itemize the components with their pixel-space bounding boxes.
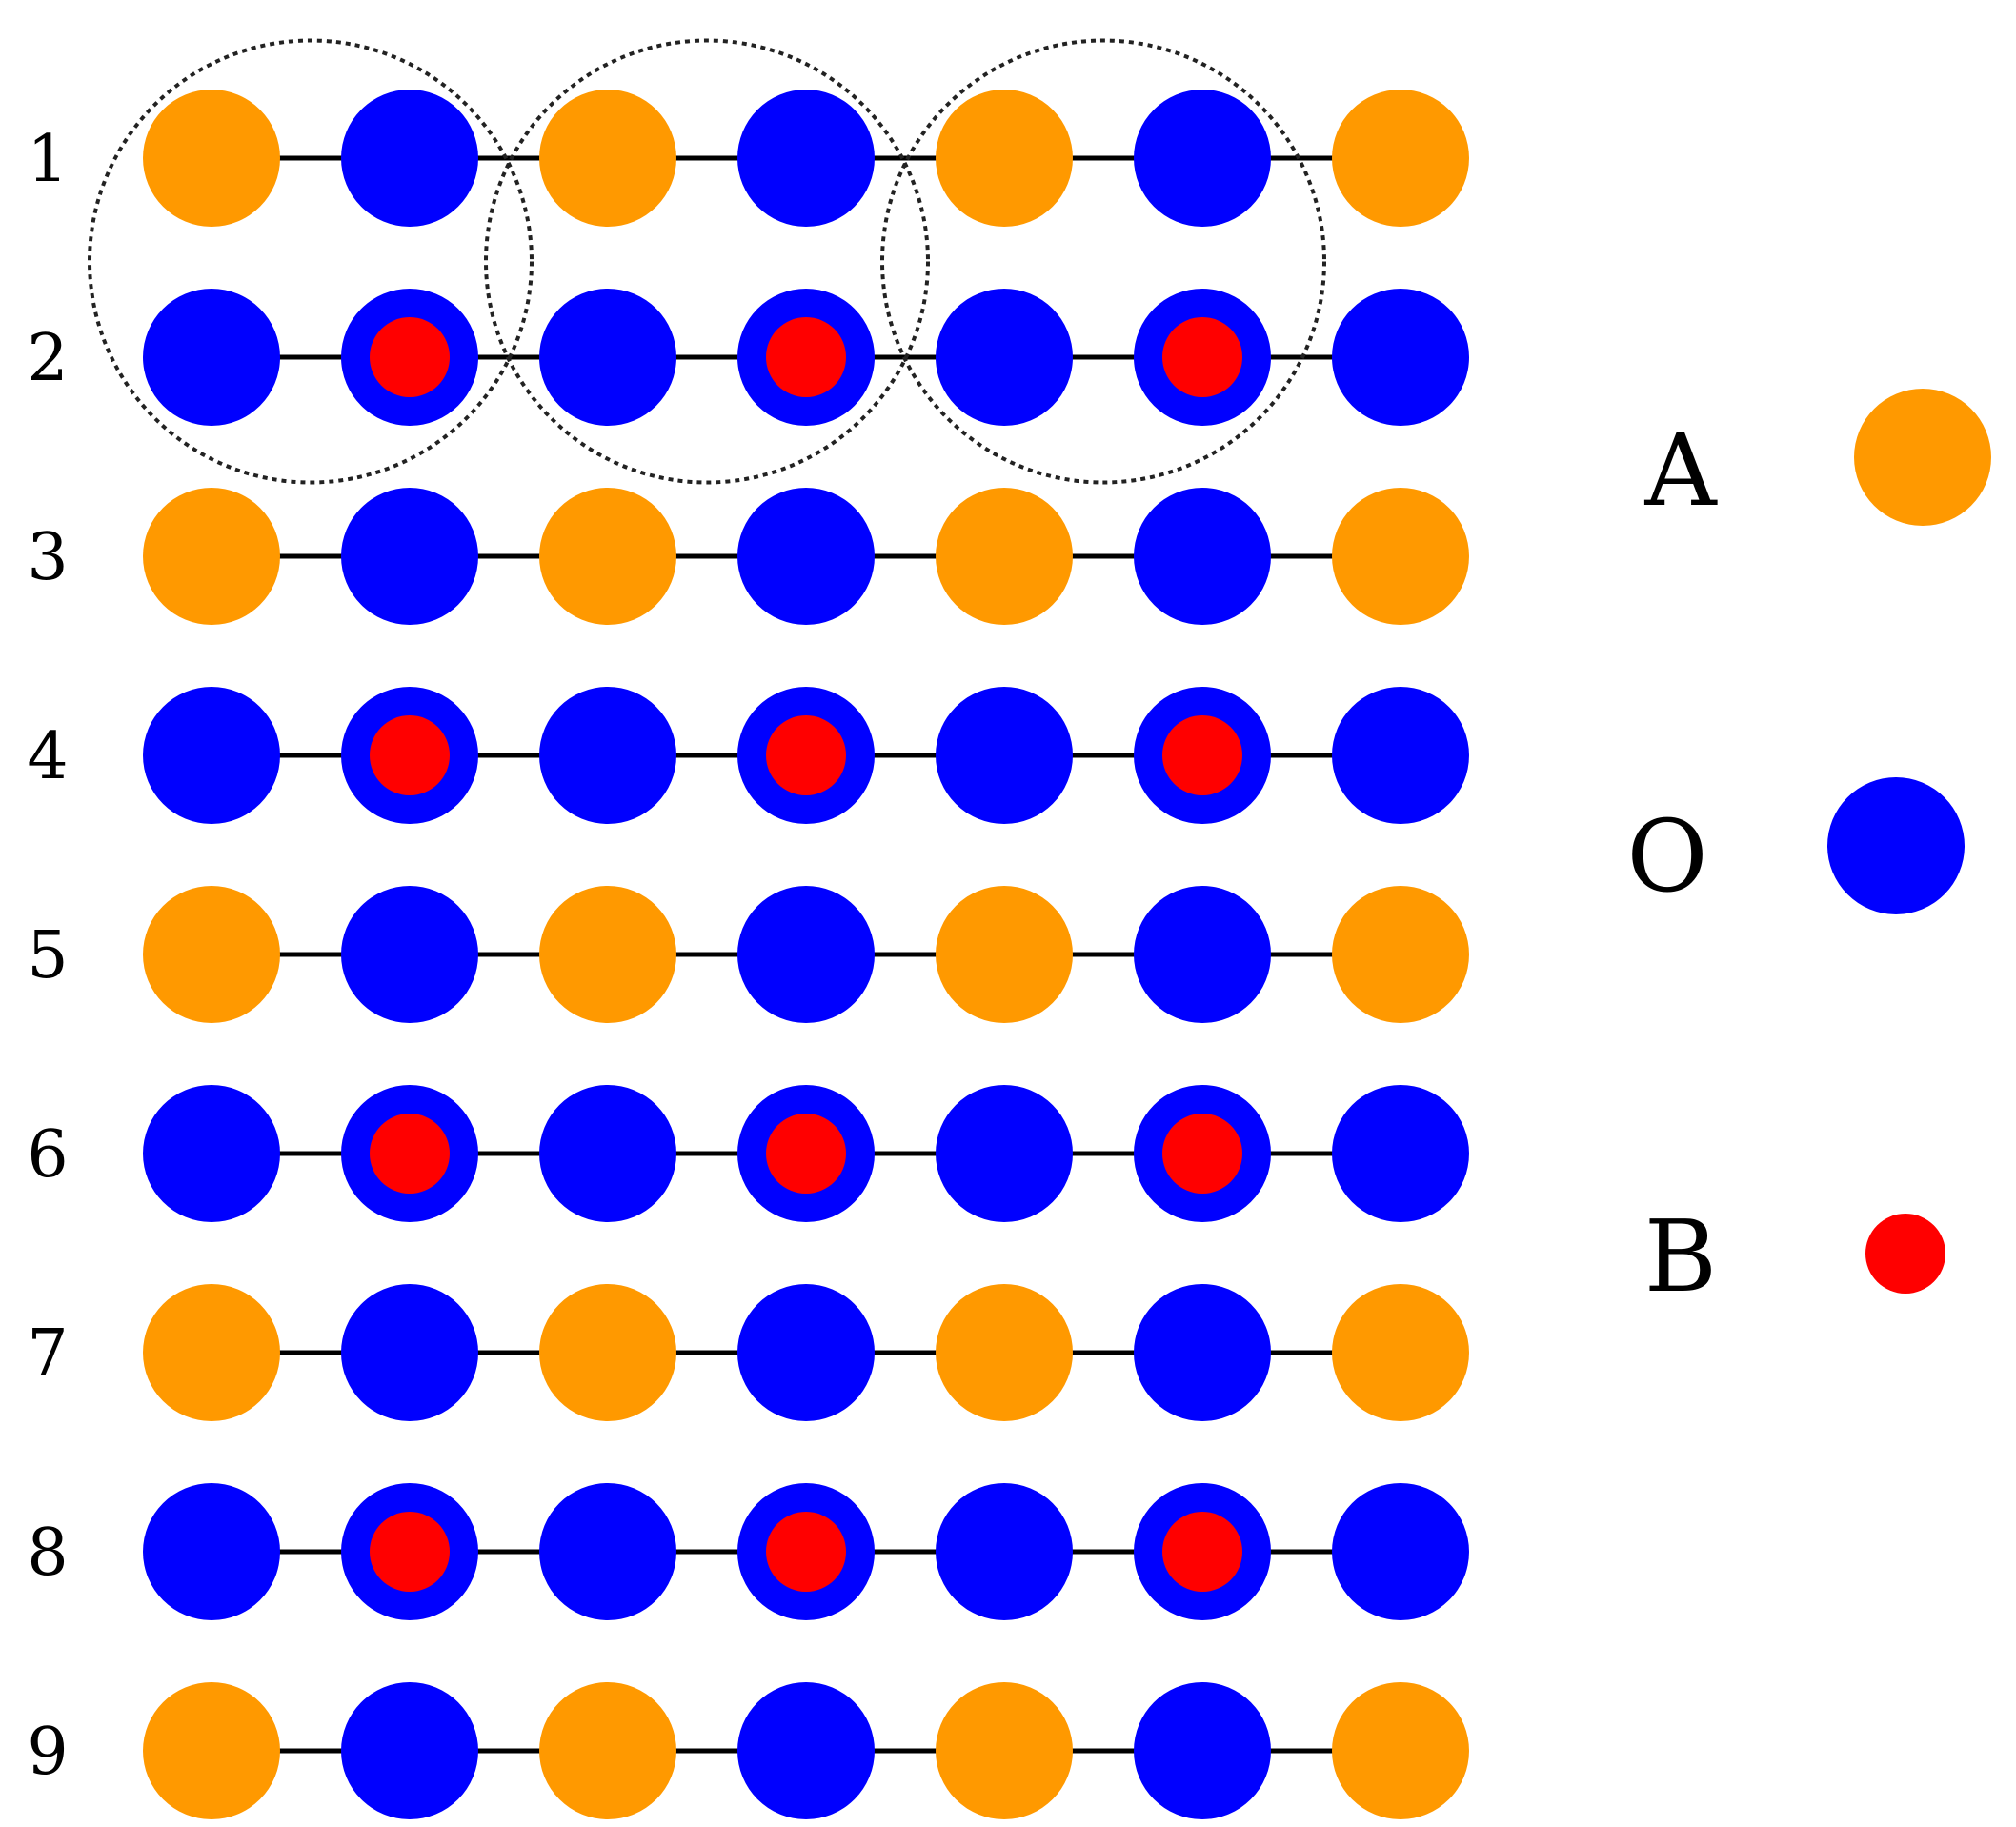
unit-cell-outline-1 (88, 38, 534, 485)
row-label-9: 9 (27, 1715, 68, 1790)
a-atom-row-1-site-1 (143, 90, 280, 227)
o-atom-row-2-site-7 (1332, 289, 1469, 426)
row-label-1: 1 (27, 122, 68, 197)
b-atom-row-2-site-6 (1162, 317, 1242, 397)
b-atom-row-8-site-4 (766, 1512, 846, 1592)
row-label-7: 7 (27, 1316, 68, 1392)
o-atom-row-3-site-6 (1134, 488, 1271, 625)
o-atom-row-2-site-5 (936, 289, 1073, 426)
legend: A O B (1626, 389, 1991, 1315)
b-atom-row-6-site-2 (370, 1114, 450, 1194)
legend-swatch-a (1854, 389, 1991, 526)
row-label-3: 3 (27, 520, 68, 595)
a-atom-row-9-site-5 (936, 1682, 1073, 1819)
unit-cell-outline-2 (484, 38, 930, 485)
o-atom-row-9-site-2 (341, 1682, 478, 1819)
o-atom-row-6-site-1 (143, 1085, 280, 1222)
a-atom-row-5-site-1 (143, 886, 280, 1023)
o-atom-row-1-site-2 (341, 90, 478, 227)
a-atom-row-1-site-5 (936, 90, 1073, 227)
b-atom-row-4-site-4 (766, 715, 846, 795)
unit-cell-outline-3 (880, 38, 1326, 485)
o-atom-row-5-site-4 (737, 886, 875, 1023)
b-atom-row-2-site-4 (766, 317, 846, 397)
o-atom-row-3-site-4 (737, 488, 875, 625)
o-atom-row-9-site-6 (1134, 1682, 1271, 1819)
a-atom-row-3-site-7 (1332, 488, 1469, 625)
o-atom-row-7-site-4 (737, 1284, 875, 1421)
unit-cell-outlines (88, 38, 1326, 485)
b-atom-row-6-site-4 (766, 1114, 846, 1194)
legend-swatch-o (1827, 777, 1965, 914)
o-atom-row-2-site-1 (143, 289, 280, 426)
b-atom-row-8-site-6 (1162, 1512, 1242, 1592)
o-atom-row-4-site-7 (1332, 687, 1469, 824)
a-atom-row-7-site-1 (143, 1284, 280, 1421)
a-atom-row-5-site-7 (1332, 886, 1469, 1023)
o-atom-row-5-site-6 (1134, 886, 1271, 1023)
b-atom-row-6-site-6 (1162, 1114, 1242, 1194)
o-atom-row-5-site-2 (341, 886, 478, 1023)
o-atom-row-1-site-4 (737, 90, 875, 227)
a-atom-row-3-site-5 (936, 488, 1073, 625)
legend-swatch-b (1865, 1214, 1945, 1294)
row-label-2: 2 (27, 321, 68, 396)
b-atom-row-4-site-6 (1162, 715, 1242, 795)
o-atom-row-4-site-5 (936, 687, 1073, 824)
a-atom-row-9-site-1 (143, 1682, 280, 1819)
o-atom-row-3-site-2 (341, 488, 478, 625)
o-atom-row-8-site-7 (1332, 1483, 1469, 1620)
o-atom-row-7-site-6 (1134, 1284, 1271, 1421)
o-atom-row-6-site-3 (539, 1085, 676, 1222)
a-atom-row-5-site-5 (936, 886, 1073, 1023)
o-atom-row-2-site-3 (539, 289, 676, 426)
a-atom-row-9-site-3 (539, 1682, 676, 1819)
legend-label-b: B (1644, 1198, 1717, 1315)
legend-label-o: O (1626, 798, 1707, 914)
o-atom-row-4-site-3 (539, 687, 676, 824)
a-atom-row-1-site-3 (539, 90, 676, 227)
a-atom-row-9-site-7 (1332, 1682, 1469, 1819)
a-atom-row-1-site-7 (1332, 90, 1469, 227)
row-label-6: 6 (27, 1117, 68, 1193)
o-atom-row-8-site-1 (143, 1483, 280, 1620)
row-label-8: 8 (27, 1516, 68, 1591)
b-atom-row-4-site-2 (370, 715, 450, 795)
row-label-5: 5 (27, 918, 68, 994)
o-atom-row-8-site-5 (936, 1483, 1073, 1620)
o-atom-row-4-site-1 (143, 687, 280, 824)
a-atom-row-7-site-7 (1332, 1284, 1469, 1421)
o-atom-row-7-site-2 (341, 1284, 478, 1421)
b-atom-row-8-site-2 (370, 1512, 450, 1592)
a-atom-row-3-site-1 (143, 488, 280, 625)
o-atom-row-9-site-4 (737, 1682, 875, 1819)
b-atom-row-2-site-2 (370, 317, 450, 397)
a-atom-row-5-site-3 (539, 886, 676, 1023)
o-atom-row-6-site-5 (936, 1085, 1073, 1222)
o-atom-row-8-site-3 (539, 1483, 676, 1620)
a-atom-row-7-site-3 (539, 1284, 676, 1421)
row-labels: 1 2 3 4 5 6 7 8 9 (27, 122, 68, 1790)
row-label-4: 4 (27, 719, 68, 794)
a-atom-row-3-site-3 (539, 488, 676, 625)
legend-label-a: A (1643, 412, 1718, 529)
atoms-layer (143, 90, 1469, 1819)
a-atom-row-7-site-5 (936, 1284, 1073, 1421)
o-atom-row-1-site-6 (1134, 90, 1271, 227)
o-atom-row-6-site-7 (1332, 1085, 1469, 1222)
